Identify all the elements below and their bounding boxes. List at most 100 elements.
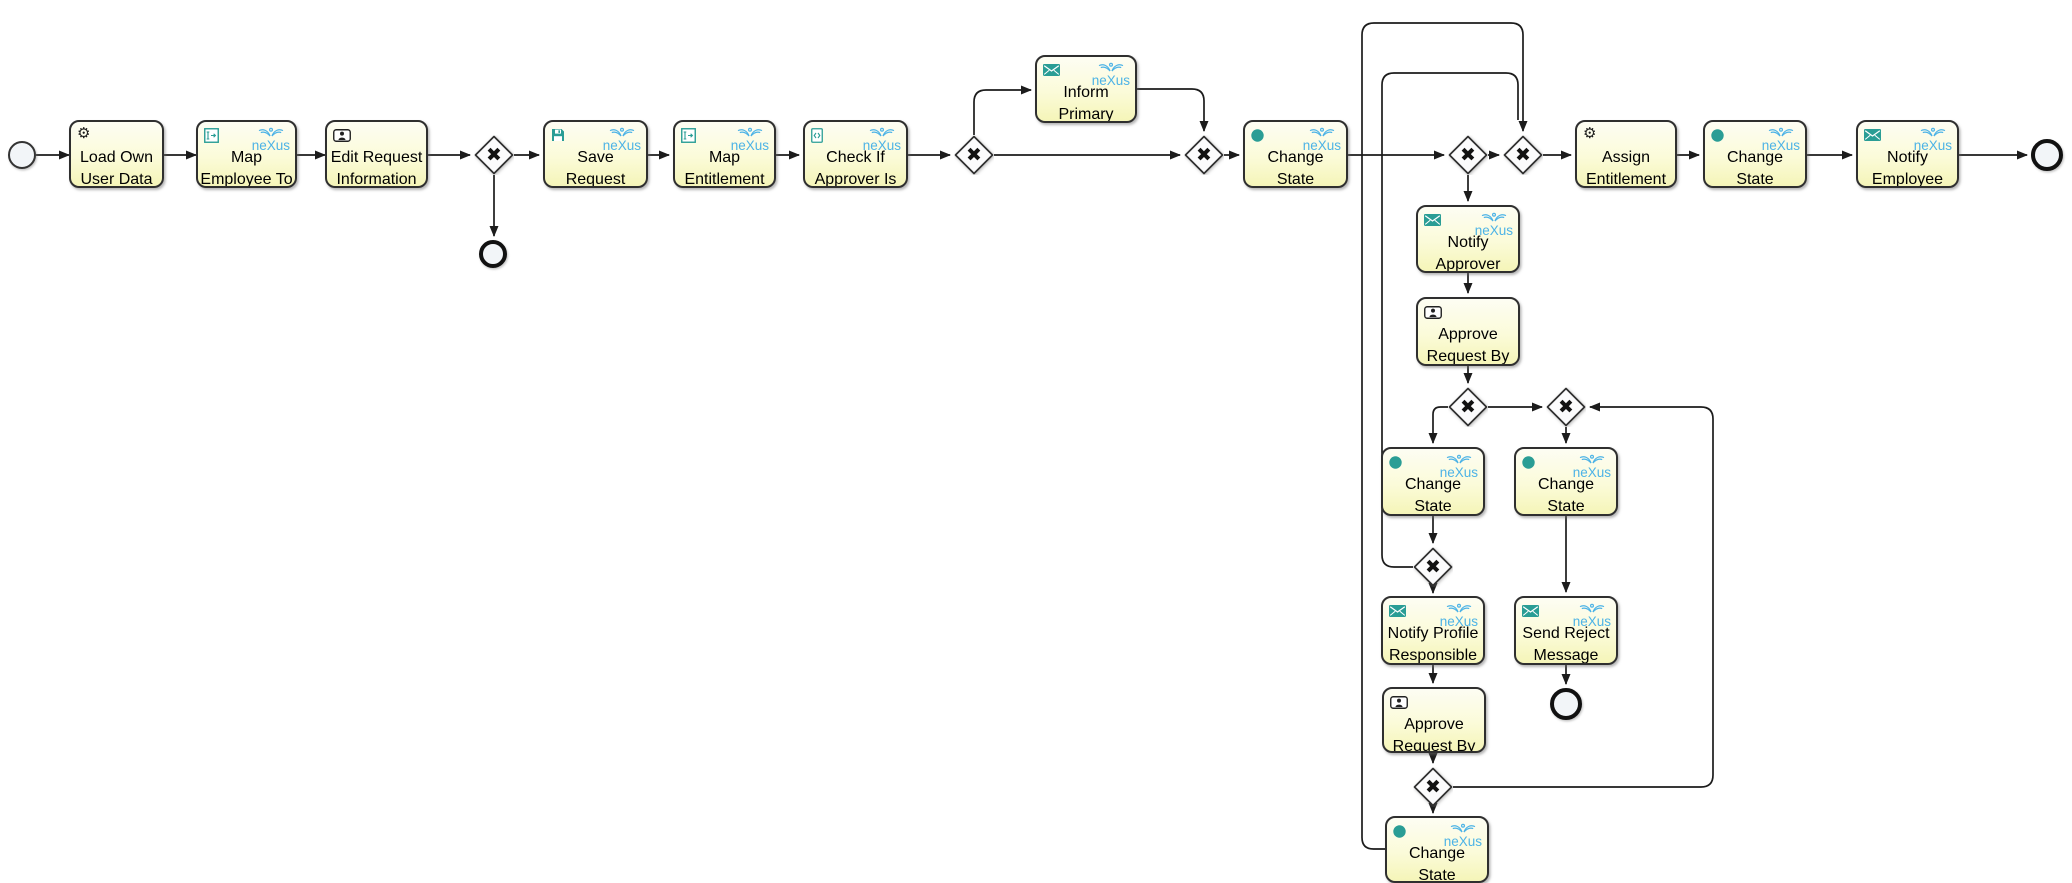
task-label-line: Map: [230, 149, 263, 166]
nexus-wings: [737, 127, 763, 137]
task-label-line: Message: [1533, 647, 1599, 664]
task-label: Change State"Approved By: [1385, 474, 1481, 515]
task-label-line: Entitlement: [1585, 171, 1667, 188]
flow-gw9-loop-to-gw7[interactable]: [1453, 402, 1714, 788]
exclusive-gateway-8[interactable]: ✖: [1413, 547, 1453, 587]
task-label-line: Information: [336, 171, 417, 188]
task-label-line: Change State: [1726, 149, 1784, 188]
task-label: Change State"ApprovedBy: [1389, 843, 1485, 883]
flow-gw6-to-change-approved-by[interactable]: [1428, 406, 1448, 444]
nexus-logo-text: neXus: [1913, 138, 1952, 153]
exclusive-gateway-2[interactable]: ✖: [954, 135, 994, 175]
flow-gw2-to-inform[interactable]: [973, 85, 1032, 135]
exclusive-gateway-6[interactable]: ✖: [1448, 387, 1488, 427]
map-icon: [681, 127, 696, 143]
exclusive-gateway-x-marker: ✖: [966, 144, 982, 166]
exclusive-gateway-7[interactable]: ✖: [1546, 387, 1586, 427]
nexus-wings: [1768, 127, 1794, 137]
exclusive-gateway-4[interactable]: ✖: [1448, 135, 1488, 175]
end-event-main[interactable]: [2031, 139, 2063, 171]
nexus-wings: [869, 127, 895, 137]
nexus-logo: neXus: [1303, 124, 1341, 152]
task-label-line: Approver Is: [814, 171, 897, 188]
task-label-line: Send Reject: [1522, 625, 1610, 642]
gear-icon: ⚙: [77, 123, 91, 142]
task-label-line: Load Own: [80, 149, 153, 166]
flow-inform-to-gw3[interactable]: [1137, 88, 1209, 132]
nexus-logo: neXus: [1440, 451, 1478, 479]
nexus-logo-text: neXus: [1443, 834, 1482, 849]
map-icon: [204, 127, 219, 143]
end-event-1[interactable]: [479, 240, 507, 268]
task-label-line: Entitlement To: [684, 171, 765, 188]
task-label-line: Notify: [1887, 149, 1928, 166]
state-icon: [1522, 454, 1535, 470]
task-label-line: Employee: [1871, 171, 1944, 188]
exclusive-gateway-1[interactable]: ✖: [474, 135, 514, 175]
task-label-line: Inform Primary: [1058, 84, 1114, 123]
task-label-line: Change State: [1404, 476, 1462, 515]
task-label: Change State"Completed": [1707, 147, 1803, 188]
nexus-logo: neXus: [1573, 600, 1611, 628]
exclusive-gateway-x-marker: ✖: [1196, 144, 1212, 166]
state-icon: [1393, 823, 1406, 839]
exclusive-gateway-9[interactable]: ✖: [1413, 767, 1453, 807]
task-label-line: Change State: [1408, 845, 1466, 883]
task-label-line: User Data: [80, 171, 153, 188]
flow-change-approvedby-final-loop-to-gw5[interactable]: [1361, 22, 1528, 850]
task-label: Save Request: [547, 147, 644, 188]
task-label-line: Approve: [1404, 716, 1464, 733]
nexus-logo: neXus: [1573, 451, 1611, 479]
nexus-logo: neXus: [1475, 209, 1513, 237]
nexus-logo: neXus: [1440, 600, 1478, 628]
exclusive-gateway-x-marker: ✖: [1558, 396, 1574, 418]
start-event[interactable]: [8, 141, 36, 169]
end-event-reject[interactable]: [1550, 688, 1582, 720]
script-icon: [811, 127, 823, 143]
exclusive-gateway-x-marker: ✖: [1425, 776, 1441, 798]
task-label-line: Save Request: [565, 149, 626, 188]
task-label-line: Request By: [1392, 738, 1476, 753]
nexus-logo-text: neXus: [602, 138, 641, 153]
mail-icon: [1043, 62, 1060, 78]
task-label-line: Map: [708, 149, 741, 166]
state-icon: [1251, 127, 1264, 143]
nexus-logo-text: neXus: [251, 138, 290, 153]
gear-icon: ⚙: [1583, 123, 1597, 142]
state-icon: [1389, 454, 1402, 470]
task-label: Change State"Rejected": [1518, 474, 1614, 514]
exclusive-gateway-5[interactable]: ✖: [1503, 135, 1543, 175]
flow-gw8-loop-to-gw5[interactable]: [1381, 72, 1519, 568]
nexus-logo: neXus: [1913, 124, 1952, 153]
nexus-logo-text: neXus: [730, 138, 769, 153]
task-label-line: Check If: [826, 149, 885, 166]
nexus-logo-text: neXus: [1761, 138, 1800, 153]
exclusive-gateway-3[interactable]: ✖: [1184, 135, 1224, 175]
task-label-line: Edit Request: [330, 149, 423, 166]
